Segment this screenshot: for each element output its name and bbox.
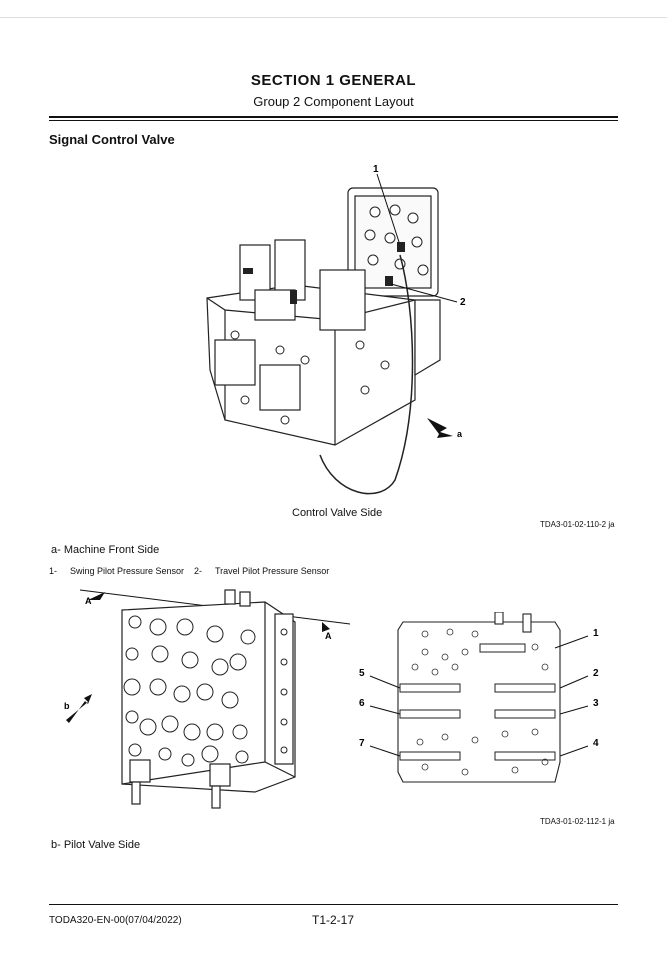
footer-rule — [49, 904, 618, 905]
figure1-callout-1: 1 — [373, 164, 379, 175]
legend-item-2-text: Travel Pilot Pressure Sensor — [215, 566, 330, 576]
figure2-callout-6: 6 — [359, 698, 365, 709]
section-title: SECTION 1 GENERAL — [250, 72, 417, 89]
figure2-callout-3: 3 — [593, 698, 599, 709]
group-title: Group 2 Component Layout — [253, 94, 414, 109]
figure2-ref: TDA3-01-02-112-1 ja — [540, 817, 615, 826]
figure1-ref: TDA3-01-02-110-2 ja — [540, 520, 615, 529]
figure1-callout-a: a — [457, 429, 463, 439]
legend-item-2-num: 2- — [194, 566, 203, 576]
top-rule — [0, 17, 667, 18]
legend-machine-front: a- Machine Front Side — [51, 544, 160, 556]
pilot-valve-side-label: b- Pilot Valve Side — [51, 839, 141, 851]
figure1-caption: Control Valve Side — [292, 507, 383, 519]
footer-page-number: T1-2-17 — [312, 913, 355, 927]
figure2-callout-a-upper: A — [85, 596, 92, 606]
pilot-valve-side-illustration: 1 2 3 4 5 6 7 — [359, 612, 599, 783]
header-rule-thin — [49, 120, 618, 121]
figure1-callout-2: 2 — [460, 297, 466, 308]
figure2-callout-b: b — [64, 701, 70, 711]
figure2-callout-a-lower: A — [325, 631, 332, 641]
legend-item-1-num: 1- — [49, 566, 58, 576]
legend-item-1-text: Swing Pilot Pressure Sensor — [70, 566, 185, 576]
header-rule — [49, 116, 618, 118]
control-valve-illustration: 1 2 a — [206, 164, 466, 495]
figure2-callout-4: 4 — [593, 738, 599, 749]
page-heading: Signal Control Valve — [49, 132, 175, 147]
figure2-callout-7: 7 — [359, 738, 365, 749]
footer-doc-id: TODA320-EN-00(07/04/2022) — [49, 915, 182, 926]
signal-valve-perspective-illustration: A A b — [64, 589, 351, 809]
figure2-callout-2: 2 — [593, 668, 599, 679]
figure2-callout-5: 5 — [359, 668, 365, 679]
figure2-callout-1: 1 — [593, 628, 599, 639]
